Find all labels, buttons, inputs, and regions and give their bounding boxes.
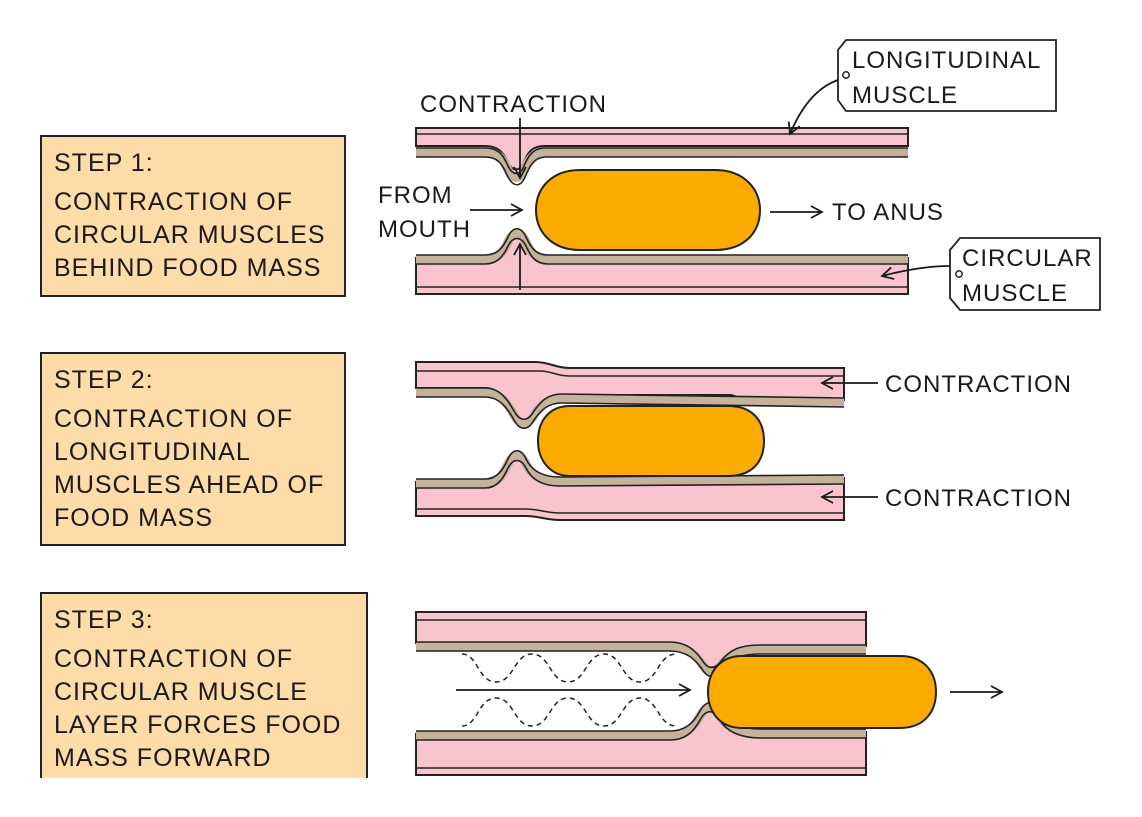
mouth-label: MOUTH (378, 216, 471, 243)
contraction-top-label: CONTRACTION (420, 91, 607, 118)
step-2-title: STEP 2: (54, 366, 154, 394)
step-2-tube (415, 361, 845, 521)
step-3-dashed-wave-lower (461, 697, 677, 727)
step-3-box: STEP 3: CONTRACTION OF CIRCULAR MUSCLE L… (40, 592, 368, 778)
step-1-box: STEP 1: CONTRACTION OF CIRCULAR MUSCLES … (40, 135, 346, 297)
step-2-box: STEP 2: CONTRACTION OF LONGITUDINAL MUSC… (40, 352, 346, 546)
step-3-line-1: CONTRACTION OF (54, 645, 293, 673)
longitudinal-label-1: LONGITUDINAL (852, 47, 1041, 74)
contraction-upper-label: CONTRACTION (885, 371, 1072, 398)
circular-label-1: CIRCULAR (962, 245, 1093, 272)
step-2-line-4: FOOD MASS (54, 504, 214, 532)
step-1-line-1: CONTRACTION OF (54, 188, 293, 216)
step-3-tube (415, 611, 938, 776)
step-3-food-mass (706, 655, 938, 729)
longitudinal-label-2: MUSCLE (852, 82, 958, 109)
to-anus-label: TO ANUS (832, 199, 944, 226)
step-3-line-4: MASS FORWARD (54, 744, 272, 772)
longitudinal-muscle-callout: LONGITUDINAL MUSCLE (787, 39, 1057, 136)
circular-muscle-callout: CIRCULAR MUSCLE (880, 237, 1101, 311)
step-1-line-2: CIRCULAR MUSCLES (54, 221, 326, 249)
step-2-line-3: MUSCLES AHEAD OF (54, 471, 325, 499)
step-3-line-2: CIRCULAR MUSCLE (54, 678, 308, 706)
step-1-food-mass (534, 169, 762, 251)
step-1-title: STEP 1: (54, 149, 154, 177)
from-label: FROM (378, 182, 453, 209)
step-3-line-3: LAYER FORCES FOOD (54, 711, 342, 739)
step-3-title: STEP 3: (54, 606, 154, 634)
circular-label-2: MUSCLE (962, 280, 1068, 307)
step-2-food-mass (536, 405, 766, 477)
step-1-tube (415, 127, 909, 295)
step-1-line-3: BEHIND FOOD MASS (54, 254, 322, 282)
step-3-dashed-wave-upper (461, 653, 677, 683)
step-2-line-1: CONTRACTION OF (54, 405, 293, 433)
step-2-line-2: LONGITUDINAL (54, 438, 251, 466)
contraction-lower-label: CONTRACTION (885, 485, 1072, 512)
